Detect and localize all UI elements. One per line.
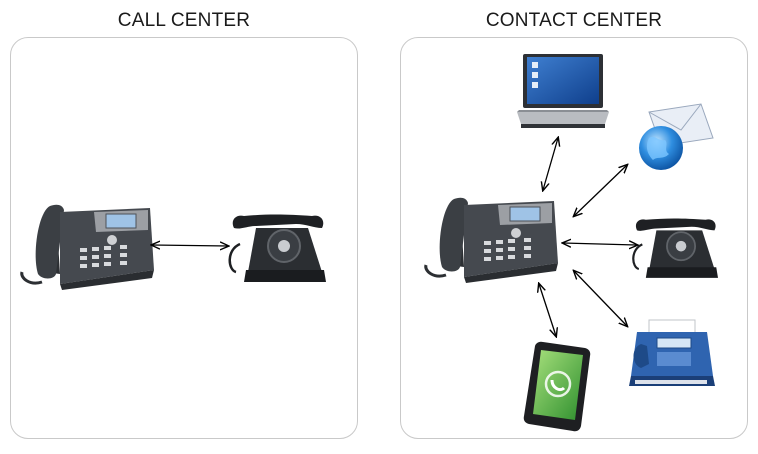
connection-arrow xyxy=(152,245,228,246)
ip-phone-icon xyxy=(20,204,154,290)
connection-arrow xyxy=(563,243,637,245)
landline-phone-icon xyxy=(632,218,718,278)
landline-phone-icon xyxy=(228,214,326,282)
connection-arrow xyxy=(574,165,627,216)
fax-machine-icon xyxy=(629,319,715,386)
smartphone-icon xyxy=(523,341,591,432)
email-globe-icon xyxy=(639,103,714,170)
call-center-title: CALL CENTER xyxy=(117,10,251,31)
laptop-icon xyxy=(517,54,609,128)
connection-arrow xyxy=(543,138,558,190)
connection-arrow xyxy=(574,271,627,326)
ip-phone-icon xyxy=(424,197,558,283)
connection-arrow xyxy=(539,284,556,336)
contact-center-title: CONTACT CENTER xyxy=(485,10,663,31)
